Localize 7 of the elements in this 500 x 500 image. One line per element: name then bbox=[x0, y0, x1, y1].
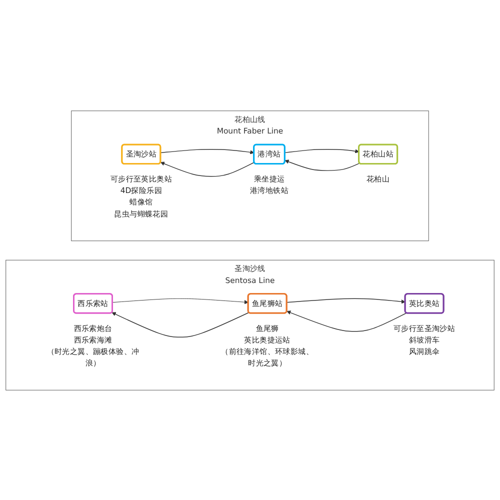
arrow bbox=[286, 298, 406, 304]
arrow bbox=[284, 159, 360, 170]
arrow bbox=[160, 148, 254, 154]
arrow bbox=[112, 312, 250, 338]
arrow bbox=[286, 310, 407, 332]
arrow bbox=[160, 161, 255, 176]
arrow bbox=[284, 148, 360, 153]
